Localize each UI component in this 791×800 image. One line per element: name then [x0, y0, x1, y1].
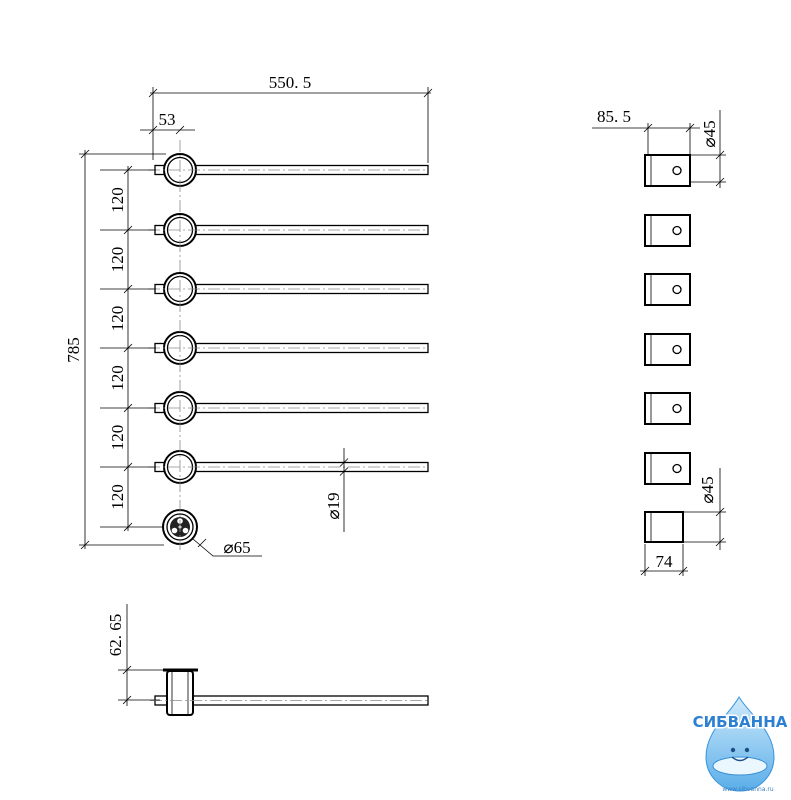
dimension-overall-height: 785 [64, 149, 166, 550]
bracket-3 [644, 273, 691, 306]
dimension-tick [123, 522, 133, 532]
dimension-tick [80, 540, 90, 550]
dimension-tick [148, 125, 158, 135]
dimension-tick [123, 462, 133, 472]
connector-depth-label: 74 [656, 552, 674, 571]
bracket-body [644, 154, 691, 187]
spacing-label-2: 120 [108, 247, 127, 273]
logo-url: www.sibvanna.ru [722, 786, 774, 793]
plan-collector-pipe [166, 670, 194, 716]
dimension-tick [685, 123, 695, 133]
dimension-rail-spacing: 120 120 120 120 120 120 [100, 165, 162, 532]
dimension-tick [678, 566, 688, 576]
dimension-tick [715, 507, 725, 517]
connector-pin [171, 527, 178, 534]
offset-label: 53 [159, 110, 176, 129]
dimension-tick [423, 88, 433, 98]
dimension-tick [715, 537, 725, 547]
bracket-screw-hole [672, 344, 682, 355]
dimension-tick [80, 149, 90, 159]
dimension-tick [715, 177, 725, 187]
bracket-1 [644, 154, 691, 187]
dimension-tick [123, 343, 133, 353]
dimension-tick [339, 458, 349, 467]
dimension-bracket-diameter-bottom: ⌀45 [683, 468, 726, 550]
rail-5 [148, 391, 429, 425]
rail-diameter-label: ⌀19 [324, 492, 343, 519]
logo-name: СИБВАННА [693, 713, 788, 731]
dimension-tick [123, 225, 133, 235]
bracket-5 [644, 392, 691, 425]
bracket-screw-hole [672, 403, 682, 414]
bracket-body [644, 333, 691, 366]
rail-4 [148, 331, 429, 365]
sibvanna-logo: СИБВАННА www.sibvanna.ru [691, 695, 789, 793]
front-view: 550. 5 53 785 [64, 73, 433, 557]
dimension-tick [640, 566, 650, 576]
bracket-screw-hole [672, 225, 682, 236]
dimension-tick [122, 665, 132, 675]
rail-2 [148, 213, 429, 247]
bracket-screw-hole [672, 463, 682, 474]
dimension-plan-height: 62. 65 [106, 604, 165, 706]
leader-arrow [197, 538, 207, 548]
logo-drop [705, 695, 775, 792]
bracket-2 [644, 214, 691, 247]
dimension-tick [123, 284, 133, 294]
bracket-body [644, 392, 691, 425]
bracket-diameter-bottom-label: ⌀45 [698, 476, 717, 503]
dimension-tick [715, 150, 725, 160]
logo-bathtub [712, 756, 768, 776]
bracket-body [644, 273, 691, 306]
connector-housing [644, 511, 684, 543]
bracket-screw-hole [672, 284, 682, 295]
dimension-rail-diameter: ⌀19 [324, 448, 349, 532]
dimension-depth: 85. 5 [592, 107, 700, 155]
dimension-bracket-diameter-top: ⌀45 [690, 110, 726, 188]
dimension-tick [123, 165, 133, 175]
overall-width-label: 550. 5 [269, 73, 312, 92]
rail-3 [148, 272, 429, 306]
bracket-4 [644, 333, 691, 366]
logo-face-eye [744, 747, 750, 753]
spacing-label-6: 120 [108, 484, 127, 510]
connector-diameter-label: ⌀65 [223, 538, 250, 557]
spacing-label-5: 120 [108, 425, 127, 451]
plan-view: 62. 65 [106, 604, 429, 716]
dimension-tick [339, 467, 349, 476]
logo-face-smile [731, 756, 749, 762]
dimension-overall-width: 550. 5 [148, 73, 433, 163]
bracket-body [644, 214, 691, 247]
overall-height-label: 785 [64, 337, 83, 363]
rail-1 [148, 153, 429, 187]
bracket-screw-hole [672, 165, 682, 176]
bracket-diameter-top-label: ⌀45 [700, 120, 719, 147]
logo-face-eye [730, 747, 736, 753]
depth-label: 85. 5 [597, 107, 631, 126]
bracket-6 [644, 452, 691, 485]
dimension-connector-diameter: ⌀65 [192, 538, 262, 557]
spacing-label-1: 120 [108, 187, 127, 213]
side-view: 85. 5 ⌀45 ⌀45 74 [592, 107, 726, 576]
dimension-tick [122, 695, 132, 705]
dimension-offset: 53 [140, 110, 195, 135]
dimension-tick [175, 125, 185, 135]
spacing-label-4: 120 [108, 365, 127, 391]
rail-6 [148, 450, 429, 484]
plan-height-label: 62. 65 [106, 614, 125, 657]
dimension-tick [643, 123, 653, 133]
leader-line [192, 538, 262, 557]
dimension-connector-depth: 74 [640, 544, 688, 576]
bracket-body [644, 452, 691, 485]
spacing-label-3: 120 [108, 306, 127, 332]
dimension-tick [123, 403, 133, 413]
dimension-tick [148, 88, 158, 98]
connector-pin [182, 527, 189, 534]
